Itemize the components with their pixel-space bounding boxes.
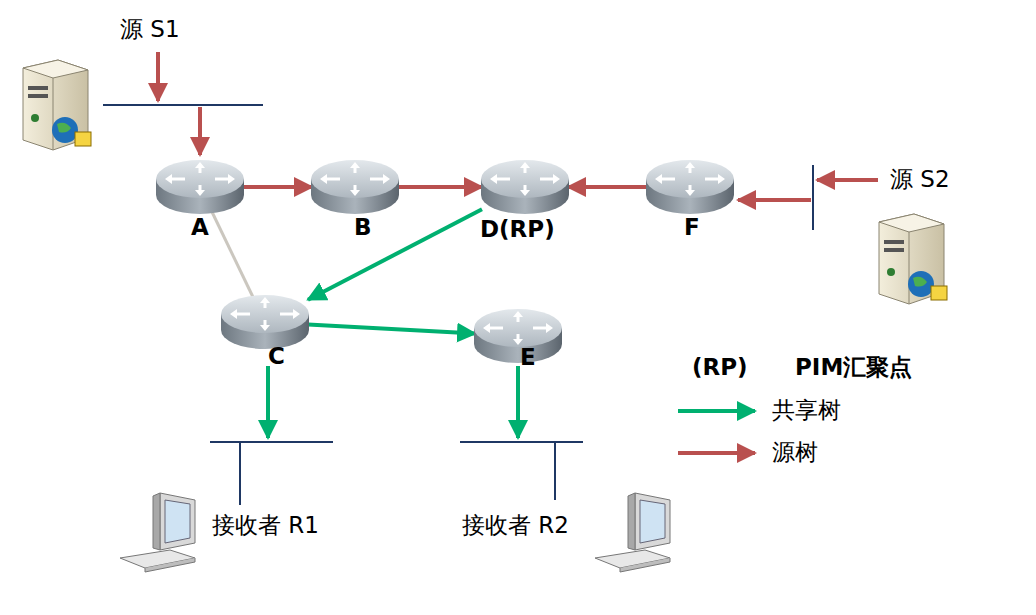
receiver-label: 接收者 R2 <box>462 512 569 540</box>
router: F <box>645 158 735 216</box>
router: E <box>473 307 563 365</box>
source-label: 源 S1 <box>120 16 180 44</box>
router-icon <box>645 158 735 216</box>
multicast-link <box>308 324 475 333</box>
multicast-link <box>243 185 312 189</box>
router-icon <box>220 293 310 351</box>
router-icon <box>310 158 400 216</box>
router-name: F <box>684 214 700 242</box>
router-icon <box>155 158 245 216</box>
router: B <box>310 158 400 216</box>
router: C <box>220 293 310 351</box>
receiver-label: 接收者 R1 <box>212 512 319 540</box>
legend-note: PIM汇聚点 <box>795 354 912 382</box>
router: D(RP) <box>480 158 570 216</box>
router-name: C <box>268 343 285 371</box>
router: A <box>155 158 245 216</box>
router-icon <box>480 158 570 216</box>
legend-text: 源树 <box>772 439 818 467</box>
router-name: E <box>520 344 536 372</box>
multicast-link <box>398 185 482 189</box>
source-label: 源 S2 <box>890 166 950 194</box>
router-name: A <box>191 214 209 242</box>
multicast-link <box>212 212 253 297</box>
legend-symbol: (RP) <box>692 354 748 382</box>
router-name: B <box>354 214 372 242</box>
router-name: D(RP) <box>480 216 555 244</box>
legend-text: 共享树 <box>772 397 841 425</box>
router-icon <box>473 307 563 365</box>
multicast-link <box>568 185 647 189</box>
multicast-link <box>308 209 482 299</box>
